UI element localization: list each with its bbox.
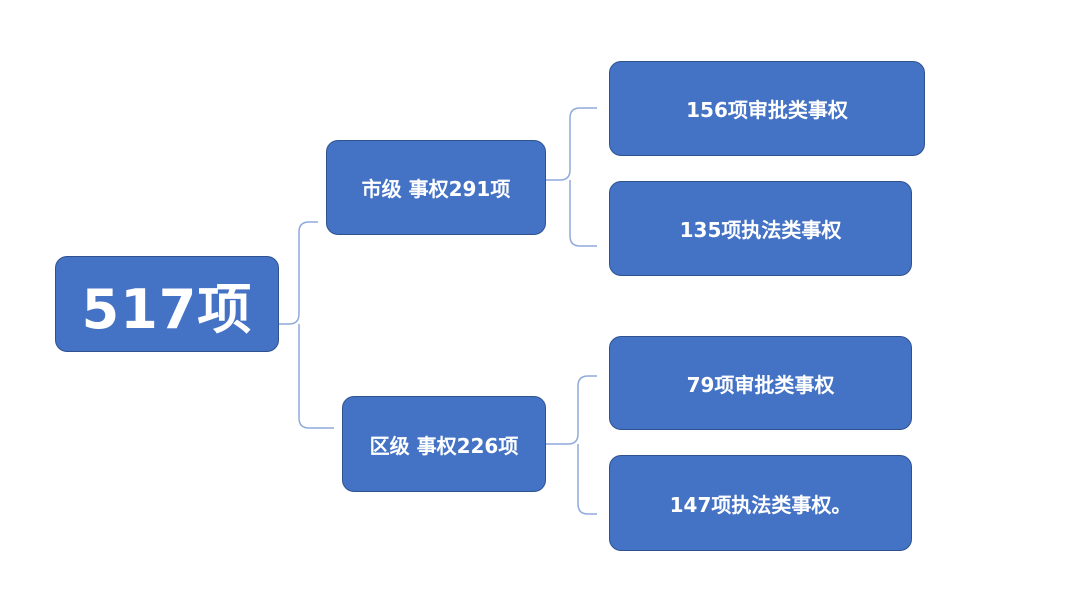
branch-node-district-level: 区级 事权226项 <box>342 396 546 492</box>
leaf-node-district-approval: 79项审批类事权 <box>609 336 912 430</box>
leaf-node-city-enforcement: 135项执法类事权 <box>609 181 912 276</box>
branch-node-city-level: 市级 事权291项 <box>326 140 546 235</box>
leaf-node-district-enforcement: 147项执法类事权。 <box>609 455 912 551</box>
city-bracket <box>546 107 597 247</box>
root-bracket <box>279 221 334 429</box>
root-node-total: 517项 <box>55 256 279 352</box>
district-bracket <box>546 375 597 515</box>
leaf-node-city-approval: 156项审批类事权 <box>609 61 925 156</box>
